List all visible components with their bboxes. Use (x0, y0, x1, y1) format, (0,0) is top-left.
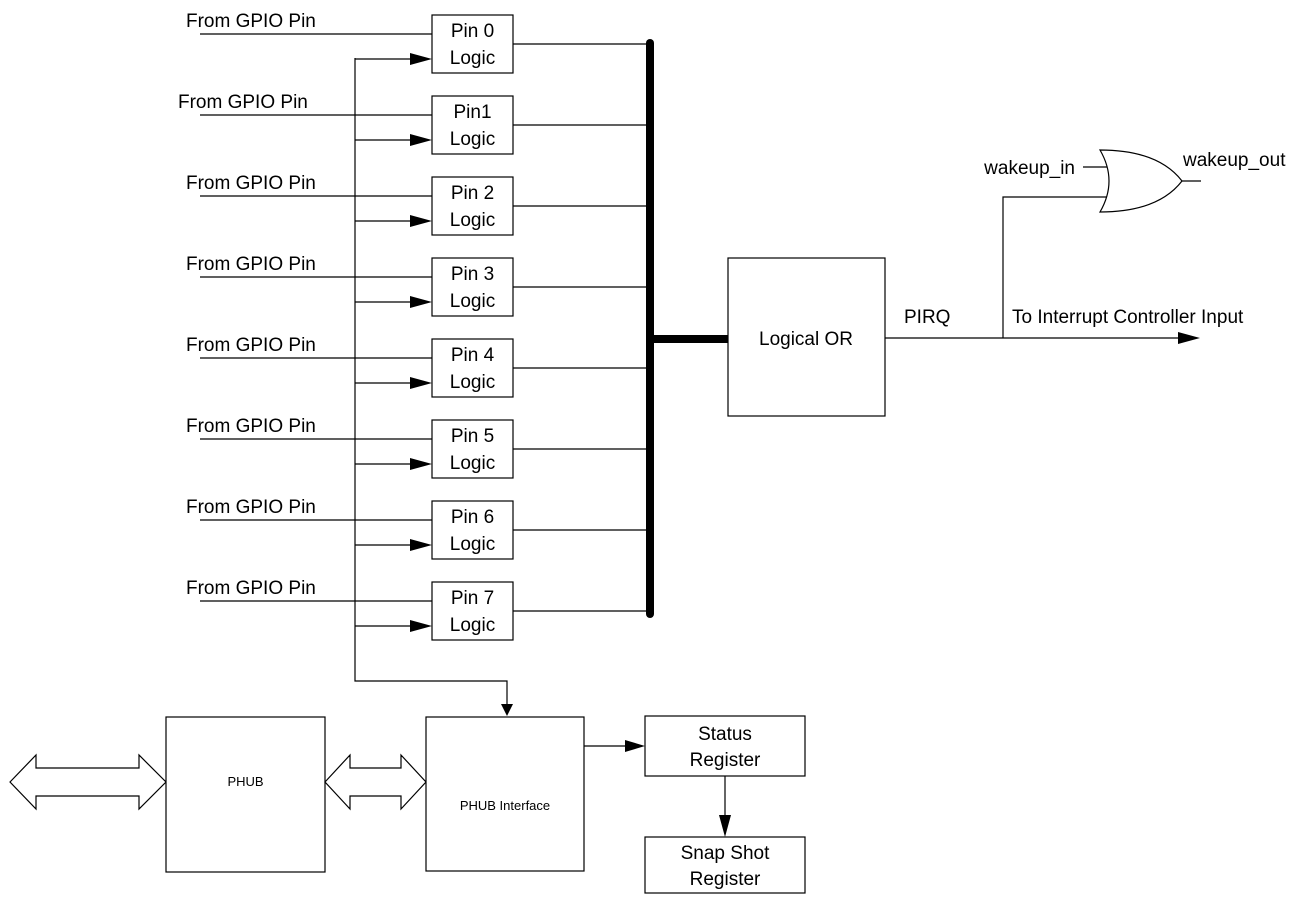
pin-logic-block (431, 500, 514, 560)
pin-logic-block (431, 95, 514, 155)
wakeup-in-label: wakeup_in (983, 158, 1075, 179)
pin-row: From GPIO Pin Pin 2 Logic (186, 173, 650, 236)
pin-logic-line2: Logic (450, 534, 495, 555)
pin-logic-line2: Logic (450, 129, 495, 150)
logical-or-block: Logical OR (727, 257, 886, 417)
gpio-input-label: From GPIO Pin (186, 11, 316, 32)
pin-logic-block (431, 257, 514, 317)
pin-logic-block (431, 581, 514, 641)
feed-arrow (410, 377, 432, 389)
gpio-input-label: From GPIO Pin (186, 497, 316, 518)
pin-logic-line2: Logic (450, 615, 495, 636)
pirq-label: PIRQ (904, 307, 950, 328)
status-register-line1: Status (698, 724, 752, 745)
feed-arrow (410, 296, 432, 308)
status-register-line2: Register (690, 750, 761, 771)
pin-logic-line1: Pin 0 (451, 21, 494, 42)
gpio-input-label: From GPIO Pin (186, 335, 316, 356)
feed-line (354, 58, 513, 716)
interrupt-output-arrow (1178, 332, 1200, 344)
feed-arrow (410, 134, 432, 146)
feed-arrow (410, 215, 432, 227)
gpio-input-label: From GPIO Pin (186, 173, 316, 194)
pin-logic-line1: Pin 6 (451, 507, 494, 528)
pin-logic-line2: Logic (450, 210, 495, 231)
phub-interface-input-arrow (501, 704, 513, 716)
snapshot-register-line1: Snap Shot (681, 843, 770, 864)
feed-arrow (410, 539, 432, 551)
pin-logic-line1: Pin1 (453, 102, 491, 123)
gpio-input-label: From GPIO Pin (186, 254, 316, 275)
pin-logic-line2: Logic (450, 372, 495, 393)
phub-interface-label: PHUB Interface (460, 798, 550, 813)
snapshot-register-block: Snap Shot Register (644, 836, 806, 894)
pin-logic-line2: Logic (450, 291, 495, 312)
pirq-line: PIRQ To Interrupt Controller Input (885, 307, 1244, 344)
gpio-input-label: From GPIO Pin (186, 416, 316, 437)
pin-logic-line2: Logic (450, 453, 495, 474)
pin-logic-line1: Pin 5 (451, 426, 494, 447)
feed-arrow (410, 458, 432, 470)
pin-logic-block (431, 176, 514, 236)
or-gate-symbol (1098, 149, 1183, 213)
logical-or-label: Logical OR (759, 329, 853, 350)
pin-logic-block (431, 14, 514, 74)
feed-arrow (410, 620, 432, 632)
phub-block: PHUB (165, 716, 326, 873)
status-register-block: Status Register (644, 715, 806, 777)
snapshot-register-line2: Register (690, 869, 761, 890)
pin-row: From GPIO Pin Pin 3 Logic (186, 254, 650, 317)
pin-logic-block (431, 338, 514, 398)
pin-row: From GPIO Pin Pin 0 Logic (186, 11, 650, 74)
pin-logic-line1: Pin 3 (451, 264, 494, 285)
wakeup-out-label: wakeup_out (1182, 150, 1286, 171)
pin-row: From GPIO Pin Pin 5 Logic (186, 416, 650, 479)
gpio-input-label: From GPIO Pin (178, 92, 308, 113)
pin-row: From GPIO Pin Pin 4 Logic (186, 335, 650, 398)
phub-interface-block: PHUB Interface (425, 716, 585, 872)
left-bidirectional-arrow (9, 753, 167, 811)
wakeup-gate-group: wakeup_in wakeup_out (983, 149, 1286, 338)
phub-label: PHUB (227, 774, 263, 789)
gpio-input-label: From GPIO Pin (186, 578, 316, 599)
status-register-arrow (584, 740, 645, 752)
interrupt-output-label: To Interrupt Controller Input (1012, 307, 1244, 328)
feed-arrow (410, 53, 432, 65)
pin-logic-block (431, 419, 514, 479)
middle-bidirectional-arrow (324, 753, 427, 811)
pin-logic-line1: Pin 7 (451, 588, 494, 609)
pin-row: From GPIO Pin Pin 6 Logic (186, 497, 650, 560)
interrupt-bus (646, 39, 732, 618)
snapshot-register-arrow (719, 776, 731, 837)
pin-logic-line1: Pin 4 (451, 345, 495, 366)
pin-row: From GPIO Pin Pin 7 Logic (186, 578, 650, 641)
pin-logic-line1: Pin 2 (451, 183, 494, 204)
pin-logic-line2: Logic (450, 48, 495, 69)
